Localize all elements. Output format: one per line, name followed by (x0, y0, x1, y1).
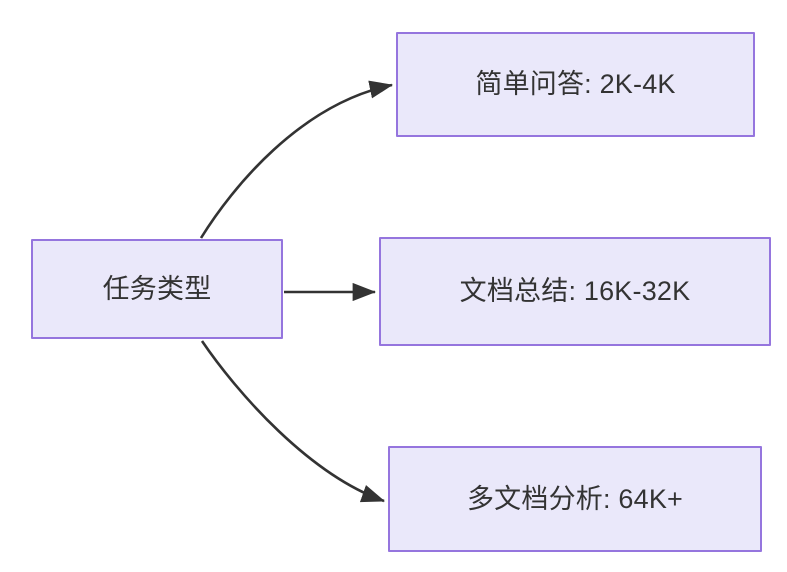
node-simple-qa[interactable]: 简单问答: 2K-4K (396, 32, 755, 137)
edge-task-type-to-simple-qa (199, 80, 394, 239)
node-multi-doc-analysis-label: 多文档分析: 64K+ (466, 483, 683, 514)
node-multi-doc-analysis[interactable]: 多文档分析: 64K+ (388, 446, 762, 552)
node-task-type-label: 任务类型 (102, 273, 212, 304)
node-doc-summary-label: 文档总结: 16K-32K (459, 276, 691, 307)
edge-task-type-to-multi-doc-analysis (200, 340, 385, 503)
node-simple-qa-label: 简单问答: 2K-4K (475, 69, 676, 100)
node-doc-summary[interactable]: 文档总结: 16K-32K (379, 237, 771, 346)
node-task-type[interactable]: 任务类型 (31, 239, 283, 339)
